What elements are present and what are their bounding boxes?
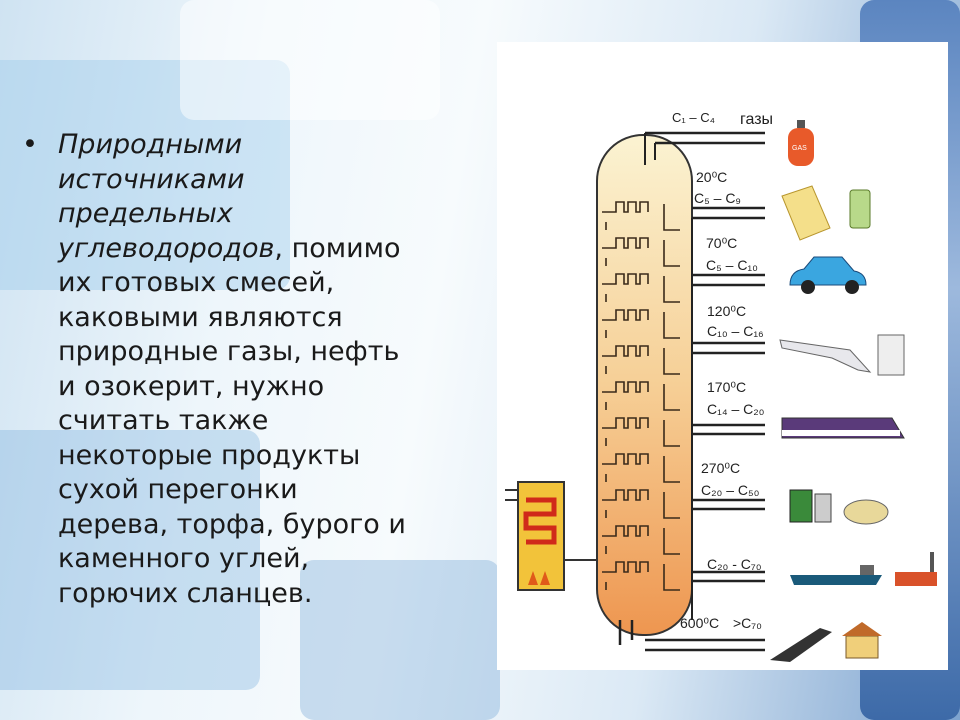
- svg-text:GAS: GAS: [792, 145, 807, 152]
- text-segment: каковыми являются: [58, 301, 343, 333]
- bullet-marker: •: [22, 129, 38, 160]
- text-segment: углеводородов: [58, 232, 275, 264]
- bullet-line: некоторые продукты: [22, 439, 482, 474]
- computer-icon: [877, 334, 905, 376]
- temp-600: 600⁰C: [680, 615, 719, 631]
- bullet-line: их готовых смесей,: [22, 266, 482, 301]
- temp-20: 20⁰C: [696, 169, 727, 185]
- text-segment: сухой перегонки: [58, 474, 298, 505]
- carbons-600: >C₇₀: [733, 615, 762, 631]
- gases-label: газы: [740, 111, 773, 128]
- solvent-bag-icon: [781, 185, 871, 241]
- bullet-line: горючих сланцев.: [22, 577, 482, 612]
- distillation-diagram: C₁ – C₄ газы 20⁰C C₅ – C₉ 70⁰C C₅ – C₁₀ …: [497, 42, 948, 670]
- bullet-line: природные газы, нефть: [22, 335, 482, 370]
- carbons-170: C₁₄ – C₂₀: [707, 401, 765, 417]
- carbons-70: C₅ – C₁₀: [706, 257, 758, 273]
- text-segment: природные газы, нефть: [58, 336, 400, 367]
- train-icon: [781, 417, 905, 439]
- text-segment: , помимо: [274, 232, 401, 264]
- car-icon: [789, 256, 867, 294]
- bullet-line: источниками: [22, 163, 482, 198]
- tanker-ship-icon: [790, 565, 882, 585]
- text-segment: предельных: [58, 198, 233, 229]
- outlet-pipes: [618, 131, 765, 652]
- text-segment: горючих сланцев.: [58, 577, 313, 609]
- carbons-120: C₁₀ – C₁₆: [707, 323, 764, 339]
- temp-270: 270⁰C: [701, 460, 740, 476]
- bullet-line: предельных: [22, 197, 482, 232]
- bullet-line: каковыми являются: [22, 301, 482, 336]
- bullet-line: считать также: [22, 404, 482, 439]
- text-segment: Природными: [58, 129, 243, 160]
- furnace-icon: [505, 481, 597, 591]
- background-shape: [0, 430, 260, 690]
- bullet-line: углеводородов, помимо: [22, 232, 482, 267]
- background-shape: [300, 560, 500, 720]
- bullet-line: каменного углей,: [22, 542, 482, 577]
- carbons-residue: C₂₀ - C₇₀: [707, 556, 762, 572]
- gases-carbons: C₁ – C₄: [672, 110, 715, 125]
- factory-icon: [895, 552, 937, 586]
- tray: [602, 489, 680, 519]
- gas-cylinder-icon: GAS: [788, 120, 814, 166]
- text-segment: считать также: [58, 405, 269, 436]
- tray: [602, 561, 680, 591]
- temp-70: 70⁰C: [706, 235, 737, 251]
- distillation-column: [596, 134, 693, 636]
- text-segment: дерева, торфа, бурого и: [58, 508, 406, 540]
- text-segment: их готовых смесей,: [58, 267, 335, 298]
- text-segment: и озокерит, нужно: [58, 370, 325, 402]
- column-trays: [602, 201, 680, 591]
- temp-170: 170⁰C: [707, 379, 746, 395]
- text-segment: каменного углей,: [58, 543, 310, 574]
- bullet-line: дерева, торфа, бурого и: [22, 508, 482, 543]
- text-segment: источниками: [58, 163, 245, 195]
- tray: [602, 345, 680, 375]
- tray: [602, 417, 680, 447]
- bullet-line: и озокерит, нужно: [22, 370, 482, 405]
- carbons-270: C₂₀ – C₅₀: [701, 482, 760, 498]
- tray: [602, 309, 680, 339]
- airplane-icon: [779, 339, 872, 373]
- carbons-20: C₅ – C₉: [694, 190, 741, 206]
- text-segment: некоторые продукты: [58, 439, 361, 471]
- background-shape: [180, 0, 440, 120]
- tray: [602, 381, 680, 411]
- tray: [602, 453, 680, 483]
- tray: [602, 237, 680, 267]
- house-icon: [842, 622, 882, 659]
- tray: [602, 273, 680, 303]
- tray: [602, 201, 680, 231]
- temp-120: 120⁰C: [707, 303, 746, 319]
- bullet-line: сухой перегонки: [22, 473, 482, 508]
- oil-cans-icon: [789, 489, 889, 525]
- bullet-line: • Природными: [22, 128, 482, 163]
- road-icon: [770, 628, 832, 662]
- tray: [602, 525, 680, 555]
